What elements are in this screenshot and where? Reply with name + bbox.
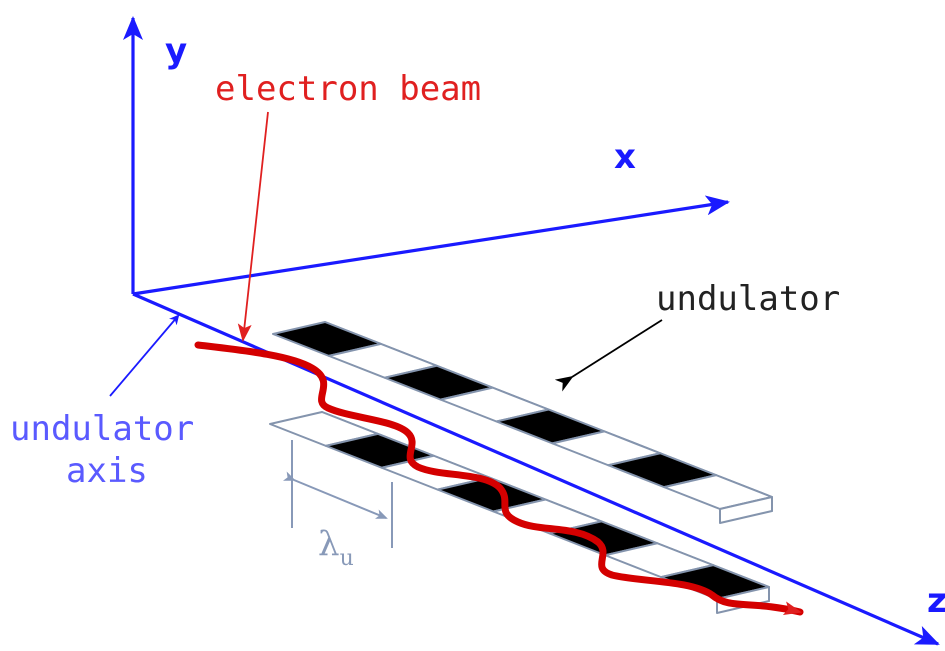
electron-beam-path bbox=[194, 341, 804, 616]
period-label: λu bbox=[318, 524, 354, 571]
period-dimension: λu bbox=[282, 440, 393, 571]
electron-beam-pointer bbox=[237, 111, 269, 342]
z-axis-label: z bbox=[927, 581, 945, 621]
magnet-end-cap bbox=[719, 496, 773, 524]
electron-beam-label: electron beam bbox=[215, 69, 481, 109]
undulator-axis-pointer bbox=[109, 314, 180, 397]
y-axis-label: y bbox=[165, 31, 187, 71]
undulator-axis-label-line2: axis bbox=[66, 451, 148, 491]
x-axis-line bbox=[132, 195, 730, 296]
z-axis-line bbox=[132, 292, 940, 646]
coordinate-axes bbox=[123, 16, 730, 296]
undulator-lower-row bbox=[269, 411, 770, 614]
period-arrow bbox=[282, 471, 388, 519]
undulator-label: undulator bbox=[656, 279, 840, 319]
x-axis-label: x bbox=[614, 137, 636, 177]
undulator-pointer bbox=[554, 319, 663, 392]
undulator-upper-row bbox=[272, 321, 773, 524]
undulator-axis-label-line1: undulator bbox=[10, 409, 194, 449]
